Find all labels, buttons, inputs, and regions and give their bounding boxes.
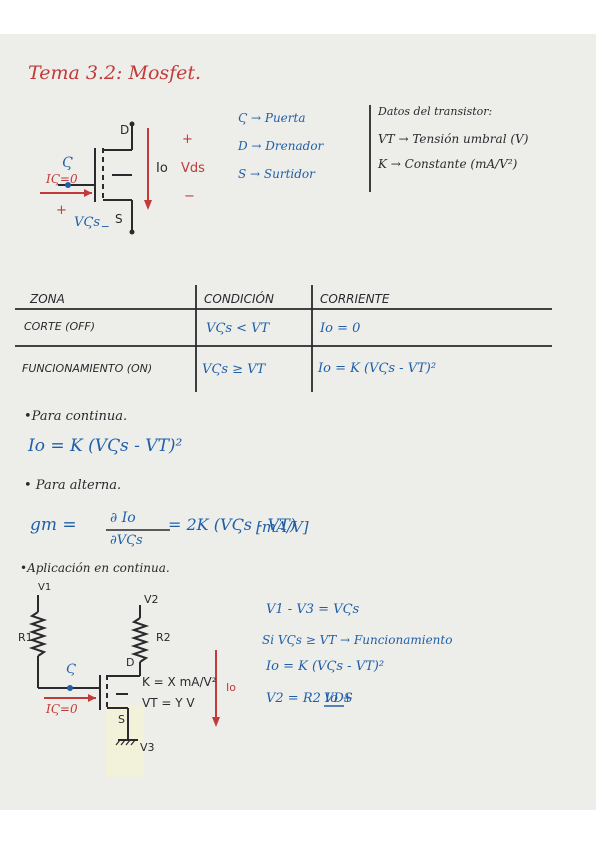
ground-hatch — [115, 739, 136, 746]
gate-dot-1 — [65, 182, 71, 188]
drain-dot-1 — [129, 121, 135, 127]
minus-right: − — [184, 189, 195, 204]
page-title: Tema 3.2: Mosfet. — [28, 62, 202, 84]
k-value: K = X mA/V² — [142, 675, 217, 689]
gate-label: Ϛ — [62, 155, 73, 171]
io-label: Io — [156, 161, 168, 176]
plus-top: + — [182, 132, 193, 147]
v1-label: V1 — [38, 582, 52, 593]
vgs-label-1: VϚs — [74, 215, 101, 230]
drain-label-2: D — [126, 656, 135, 669]
plus-bottom: + — [56, 203, 67, 218]
source-label: S — [115, 212, 123, 226]
continua-formula: Io = K (VϚs - VT)² — [28, 436, 183, 456]
table-row-1-condicion: VϚs ≥ VT — [202, 362, 266, 377]
source-dot-1 — [129, 229, 135, 235]
table-header-zona: ZONA — [30, 292, 65, 306]
table-header-corriente: CORRIENTE — [320, 292, 390, 306]
continua-heading: •Para continua. — [24, 409, 128, 424]
source-label-2: S — [118, 713, 125, 726]
table-lines — [15, 285, 552, 392]
r2-label: R2 — [156, 631, 171, 644]
alterna-unit: [mA/V] — [256, 518, 309, 536]
app-eq4-a: V2 = R2 Io + — [266, 691, 353, 706]
table-header-condicion: CONDICIÓN — [204, 292, 274, 306]
app-eq3: Io = K (VϚs - VT)² — [266, 659, 385, 674]
legend-gate: Ϛ → Puerta — [238, 111, 306, 125]
table-row-1-zona: FUNCIONAMIENTO (ON) — [22, 362, 153, 375]
table-row-0-corriente: Io = 0 — [320, 321, 361, 336]
app-eq4-vds: VDS — [324, 691, 353, 706]
gate-dot-2 — [67, 685, 73, 691]
data-box-vt: VT → Tensión umbral (V) — [378, 132, 529, 146]
r1-label: R1 — [18, 631, 33, 644]
alterna-numerator: ∂ Io — [110, 510, 136, 526]
table-row-0-zona: CORTE (OFF) — [24, 320, 96, 333]
data-box-heading: Datos del transistor: — [378, 105, 493, 118]
data-box-k: K → Constante (mA/V²) — [378, 157, 518, 171]
io-label-2: Io — [226, 681, 236, 694]
v3-label: V3 — [140, 741, 155, 754]
alterna-gm: gm = — [30, 515, 77, 535]
legend-source: S → Surtidor — [238, 167, 315, 181]
app-eq2: Si VϚs ≥ VT → Funcionamiento — [262, 633, 453, 647]
drain-label: D — [120, 123, 130, 137]
gate-label-2: Ϛ — [66, 662, 76, 677]
alterna-rhs: = 2K (VϚs - VT) — [168, 515, 297, 534]
aplicacion-heading: •Aplicación en continua. — [20, 561, 170, 575]
mosfet-symbol-1 — [58, 124, 133, 232]
app-eq1: V1 - V3 = VϚs — [266, 602, 360, 617]
legend-drain: D → Drenador — [238, 139, 324, 153]
ig-label-1: IϚ=0 — [46, 172, 78, 186]
v2-label: V2 — [144, 593, 159, 606]
table-row-1-corriente: Io = K (VϚs - VT)² — [318, 361, 437, 376]
alterna-denominator: ∂VϚs — [110, 533, 143, 548]
app-circuit — [28, 595, 150, 741]
vt-value: VT = Y V — [142, 696, 195, 710]
table-row-0-condicion: VϚs < VT — [206, 321, 270, 336]
minus-bottom: _ — [102, 213, 109, 228]
alterna-heading: • Para alterna. — [24, 478, 122, 493]
vds-label: Vds — [181, 161, 205, 176]
ig-label-2: IϚ=0 — [46, 702, 78, 716]
